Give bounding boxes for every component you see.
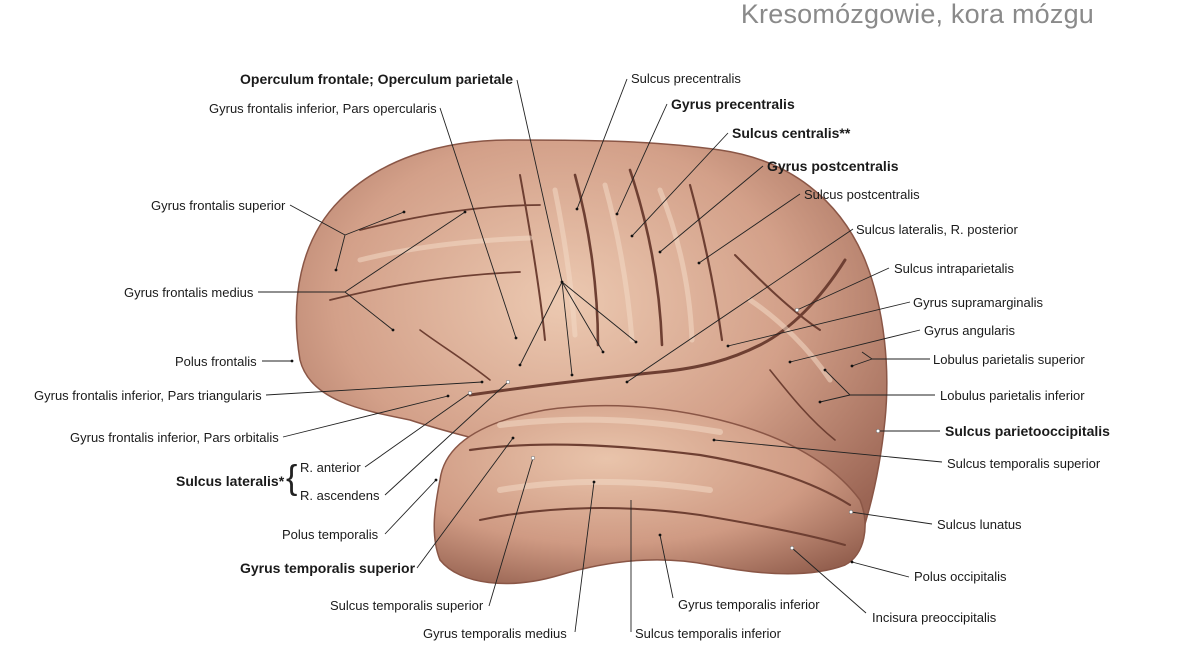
label-gyrus-prec: Gyrus precentralis bbox=[671, 96, 795, 112]
leader-gt-sup bbox=[416, 437, 514, 569]
leader-sulcus-intrapar bbox=[796, 267, 890, 311]
leader-st-sup-bottom bbox=[488, 457, 534, 607]
leader-sulcus-lat-post bbox=[626, 228, 854, 383]
label-operculum: Operculum frontale; Operculum parietale bbox=[240, 71, 514, 87]
label-st-inf: Sulcus temporalis inferior bbox=[635, 626, 781, 641]
leader-lob-par-inf-c bbox=[824, 369, 851, 396]
leader-operculum-c bbox=[561, 281, 604, 353]
label-polus-temporalis: Polus temporalis bbox=[282, 527, 379, 542]
leader-lob-par-sup-c bbox=[861, 351, 873, 360]
leader-gf-med-c bbox=[344, 291, 394, 331]
leader-gf-sup-b bbox=[344, 211, 405, 236]
leader-gyrus-prec bbox=[616, 103, 668, 215]
label-sulcus-lat-post: Sulcus lateralis, R. posterior bbox=[856, 222, 1018, 237]
leader-lob-par-sup-b bbox=[851, 358, 873, 367]
label-polus-frontalis: Polus frontalis bbox=[175, 354, 257, 369]
label-gt-inf: Gyrus temporalis inferior bbox=[678, 597, 820, 612]
leader-operculum-a bbox=[519, 281, 563, 366]
leader-endpoints bbox=[290, 207, 854, 564]
leader-lines bbox=[258, 78, 943, 633]
leader-gf-sup-c bbox=[335, 234, 346, 271]
leader-sulcus-prec bbox=[576, 78, 628, 210]
page-header-title: Kresomózgowie, kora mózgu bbox=[740, 0, 1094, 29]
leader-operculum bbox=[516, 79, 563, 283]
label-gyrus-ang: Gyrus angularis bbox=[924, 323, 1016, 338]
leader-incisura bbox=[791, 547, 867, 614]
label-gf-sup: Gyrus frontalis superior bbox=[151, 198, 286, 213]
label-sulcus-po: Sulcus parietooccipitalis bbox=[945, 423, 1110, 439]
leader-gf-med-b bbox=[344, 211, 466, 293]
leader-gf-inf-operc bbox=[439, 107, 517, 339]
label-st-sup-right: Sulcus temporalis superior bbox=[947, 456, 1101, 471]
brace-symbol: { bbox=[286, 459, 298, 497]
leader-gt-inf bbox=[659, 534, 674, 599]
label-polus-occ: Polus occipitalis bbox=[914, 569, 1007, 584]
label-lob-par-sup: Lobulus parietalis superior bbox=[933, 352, 1085, 367]
leader-polus-temporalis bbox=[384, 479, 437, 535]
leader-lob-par-inf-b bbox=[819, 394, 851, 403]
leader-polus-occ bbox=[851, 561, 910, 578]
label-gf-inf-orb: Gyrus frontalis inferior, Pars orbitalis bbox=[70, 430, 279, 445]
label-sulcus-prec: Sulcus precentralis bbox=[631, 71, 741, 86]
leader-operculum-b bbox=[561, 281, 573, 376]
label-gt-sup: Gyrus temporalis superior bbox=[240, 560, 416, 576]
leader-gf-inf-orb bbox=[282, 395, 449, 438]
leader-gyrus-ang bbox=[789, 329, 921, 363]
label-r-anterior: R. anterior bbox=[300, 460, 361, 475]
label-sulcus-lateralis: Sulcus lateralis* bbox=[176, 473, 285, 489]
label-sulcus-c: Sulcus centralis** bbox=[732, 125, 851, 141]
temporal-lobe-shape bbox=[433, 404, 866, 585]
label-gf-med: Gyrus frontalis medius bbox=[124, 285, 254, 300]
label-gyrus-supram: Gyrus supramarginalis bbox=[913, 295, 1044, 310]
label-r-ascendens: R. ascendens bbox=[300, 488, 380, 503]
label-sulcus-lunatus: Sulcus lunatus bbox=[937, 517, 1022, 532]
leader-r-ascendens bbox=[384, 381, 509, 496]
leader-sulcus-postc bbox=[698, 193, 801, 264]
leader-gf-sup-a bbox=[289, 204, 346, 236]
label-lob-par-inf: Lobulus parietalis inferior bbox=[940, 388, 1085, 403]
label-sulcus-intrapar: Sulcus intraparietalis bbox=[894, 261, 1014, 276]
label-gf-inf-operc: Gyrus frontalis inferior, Pars opercular… bbox=[209, 101, 437, 116]
label-st-sup-bottom: Sulcus temporalis superior bbox=[330, 598, 484, 613]
sulci bbox=[329, 168, 852, 546]
label-gf-inf-triang: Gyrus frontalis inferior, Pars triangula… bbox=[34, 388, 262, 403]
gyral-highlights bbox=[357, 182, 833, 493]
label-gt-med: Gyrus temporalis medius bbox=[423, 626, 567, 641]
leader-sulcus-lunatus bbox=[850, 511, 933, 525]
label-sulcus-postc: Sulcus postcentralis bbox=[804, 187, 920, 202]
label-gyrus-postc: Gyrus postcentralis bbox=[767, 158, 899, 174]
label-incisura: Incisura preoccipitalis bbox=[872, 610, 997, 625]
leader-gf-inf-triang bbox=[265, 381, 483, 396]
leader-endpoints-light bbox=[467, 307, 881, 551]
leader-operculum-d bbox=[561, 281, 637, 343]
leader-r-anterior bbox=[364, 392, 471, 468]
leader-gyrus-postc bbox=[659, 165, 764, 253]
leader-st-sup-right bbox=[713, 439, 943, 463]
leader-gyrus-supram bbox=[727, 301, 911, 347]
leader-sulcus-c bbox=[631, 132, 729, 237]
leader-gt-med bbox=[574, 481, 595, 633]
